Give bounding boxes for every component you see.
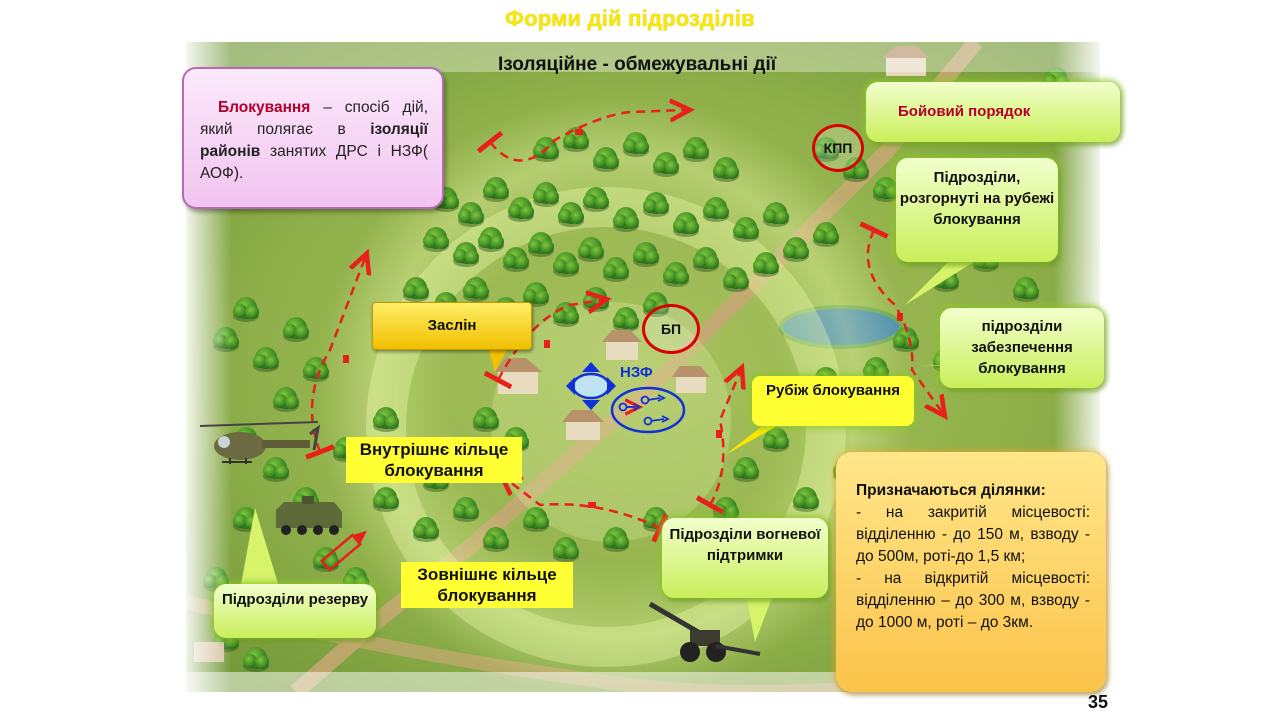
inner-ring-label: Внутрішнє кільце блокування xyxy=(346,437,522,483)
route-inner-right xyxy=(710,372,740,505)
route-top xyxy=(490,110,685,162)
diagram-subtitle: Ізоляційне - обмежувальні дії xyxy=(498,54,777,75)
reserve-callout: Підрозділи резерву xyxy=(214,584,376,638)
support-units-callout: підрозділи забезпечення блокування xyxy=(940,308,1104,388)
route-right xyxy=(868,230,942,412)
definition-text-2: занятих ДРС і НЗФ( АОФ). xyxy=(200,143,428,182)
tail-barrier xyxy=(488,348,508,372)
tail-reserve xyxy=(240,508,280,590)
nzf-symbol xyxy=(566,362,686,434)
barrier-callout: Заслін xyxy=(372,302,532,350)
assignments-heading: Призначаються ділянки: xyxy=(856,482,1046,499)
assignments-callout: Призначаються ділянки: - на закритій міс… xyxy=(836,452,1106,692)
route-inner-top xyxy=(498,300,602,380)
fire-support-callout: Підрозділи вогневої підтримки xyxy=(662,518,828,598)
combat-order-label: Бойовий порядок xyxy=(866,82,1120,142)
tail-fire-support xyxy=(745,590,775,642)
howitzer-icon xyxy=(648,601,761,662)
definition-emphasis: ізоляції районів xyxy=(200,121,428,160)
nzf-label: НЗФ xyxy=(620,364,653,381)
route-bottom xyxy=(505,478,660,528)
definition-callout: Блокування – спосіб дій, який полягає в … xyxy=(182,67,444,209)
definition-term: Блокування xyxy=(218,99,311,116)
blocking-line-callout: Рубіж блокування xyxy=(752,376,914,426)
tail-units-deployed xyxy=(905,255,985,305)
slide-title: Форми дій підрозділів xyxy=(505,6,755,31)
assignments-closed-terrain: - на закритій місцевості: відділенню - д… xyxy=(856,504,1090,565)
kpp-marker: КПП xyxy=(812,124,864,172)
bp-marker: БП xyxy=(642,304,700,354)
page-number: 35 xyxy=(1088,692,1109,712)
definition-text-1: – спосіб дій, який полягає в xyxy=(200,99,428,138)
helicopter-icon xyxy=(199,421,321,464)
apc-icon xyxy=(276,496,342,535)
missile-icon xyxy=(319,530,367,572)
route-left xyxy=(312,258,365,452)
assignments-open-terrain: - на відкритій місцевості: відділенню – … xyxy=(856,570,1090,631)
units-deployed-callout: Підрозділи, розгорнуті на рубежі блокува… xyxy=(896,158,1058,262)
tail-blocking-line xyxy=(725,420,788,455)
outer-ring-label: Зовнішнє кільце блокування xyxy=(401,562,573,608)
